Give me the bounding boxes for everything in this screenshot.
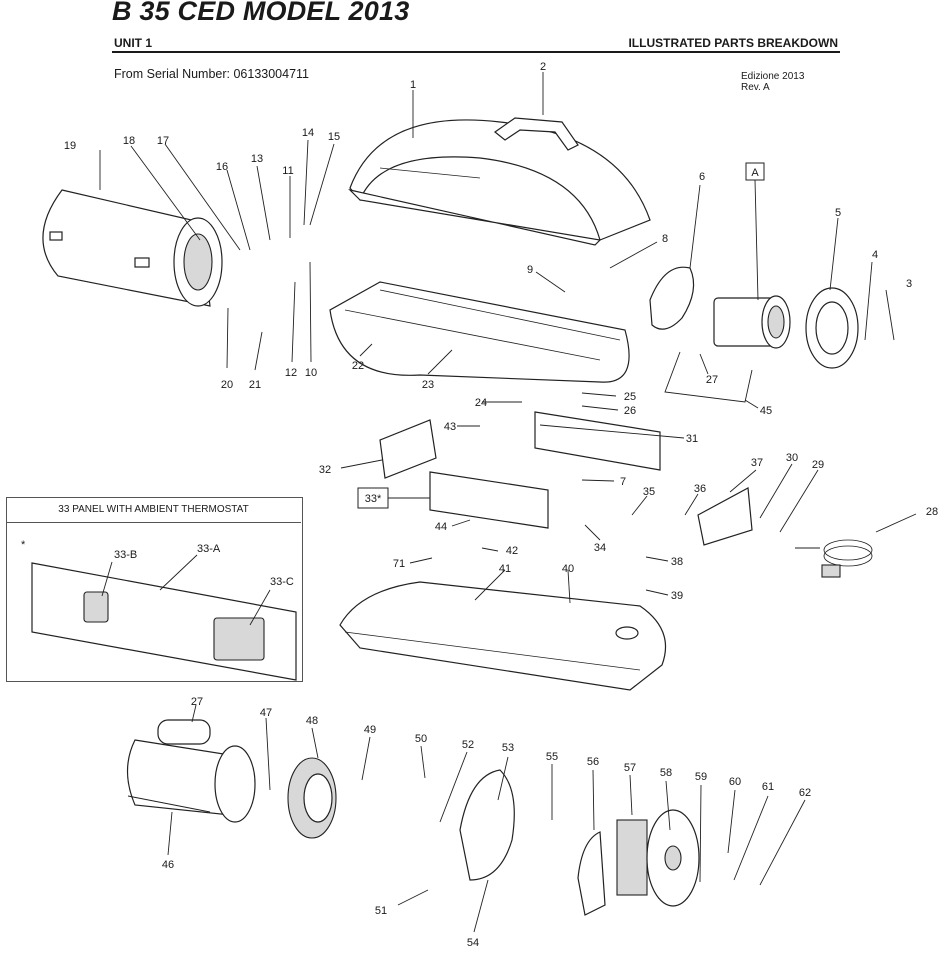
callout-48: 48: [306, 715, 318, 727]
callout-33-b: 33-B: [114, 549, 137, 561]
inset-panel-drawing: [31, 562, 297, 681]
lower-motor: [126, 719, 256, 823]
panel-33: [429, 471, 549, 529]
callout-47: 47: [260, 707, 272, 719]
callout-2: 2: [540, 61, 546, 73]
callout-8: 8: [662, 233, 668, 245]
callout-61: 61: [762, 781, 774, 793]
callout-33-a: 33-A: [197, 543, 221, 555]
callout-71: 71: [393, 558, 405, 570]
callout-21: 21: [249, 379, 261, 391]
fan-motor-assembly: [649, 266, 859, 403]
lower-plates: [459, 769, 700, 916]
boxed-callout-33: 33*: [357, 487, 389, 509]
callout-1: 1: [410, 79, 416, 91]
unit-label: UNIT 1: [114, 36, 153, 50]
panel-31: [534, 411, 661, 471]
callout-60: 60: [729, 776, 741, 788]
lower-fan-ring: [287, 757, 337, 839]
callout-13: 13: [251, 153, 263, 165]
leader-lines: [99, 72, 917, 933]
callout-19: 19: [64, 140, 76, 152]
callout-59: 59: [695, 771, 707, 783]
callout-11: 11: [282, 165, 293, 177]
callout-32: 32: [319, 464, 331, 476]
fuel-tank: [339, 581, 667, 691]
callout-43: 43: [444, 421, 456, 433]
callout-5: 5: [835, 207, 841, 219]
callout-18: 18: [123, 135, 135, 147]
callout-35: 35: [643, 486, 655, 498]
callout-26: 26: [624, 405, 636, 417]
callout-54: 54: [467, 937, 479, 949]
callout-3: 3: [906, 278, 912, 290]
serial-number: From Serial Number: 06133004711: [114, 67, 310, 81]
part-callouts: 1 2 3 4 5 6 7 8 9 10 11 12 13 14 15 16 1…: [64, 61, 938, 949]
boxed-callout-33-text: 33*: [365, 493, 382, 505]
callout-27: 27: [706, 374, 718, 386]
callout-50: 50: [415, 733, 427, 745]
top-cover: [348, 119, 651, 246]
callout-62: 62: [799, 787, 811, 799]
header-rule: [112, 51, 840, 53]
callout-25: 25: [624, 391, 636, 403]
callout-9: 9: [527, 264, 533, 276]
callout-17: 17: [157, 135, 169, 147]
callout-44: 44: [435, 521, 447, 533]
callout-4: 4: [872, 249, 878, 261]
bracket-32: [379, 419, 437, 479]
callout-46: 46: [162, 859, 174, 871]
callout-29: 29: [812, 459, 824, 471]
callout-20: 20: [221, 379, 233, 391]
callout-31: 31: [686, 433, 698, 445]
callout-36: 36: [694, 483, 706, 495]
callout-10: 10: [305, 367, 317, 379]
callout-23: 23: [422, 379, 434, 391]
callout-37: 37: [751, 457, 763, 469]
callout-57: 57: [624, 762, 636, 774]
callout-28: 28: [926, 506, 938, 518]
bottom-shell: [329, 281, 630, 383]
callout-38: 38: [671, 556, 683, 568]
callout-22: 22: [352, 360, 364, 372]
callout-34: 34: [594, 542, 606, 554]
inset-title: 33 PANEL WITH AMBIENT THERMOSTAT: [6, 498, 301, 523]
callout-14: 14: [302, 127, 314, 139]
edition-info: Edizione 2013 Rev. A: [741, 71, 804, 93]
callout-42: 42: [506, 545, 518, 557]
callout-24: 24: [475, 397, 487, 409]
callout-51: 51: [375, 905, 387, 917]
power-cord: [795, 539, 873, 578]
callout-39: 39: [671, 590, 683, 602]
page-title: B 35 CED MODEL 2013: [112, 0, 410, 26]
callout-53: 53: [502, 742, 514, 754]
callout-12: 12: [285, 367, 297, 379]
handle: [493, 117, 579, 151]
callout-52: 52: [462, 739, 474, 751]
callout-33-c: 33-C: [270, 576, 294, 588]
callout-55: 55: [546, 751, 558, 763]
callout-58: 58: [660, 767, 672, 779]
rear-housing: [42, 189, 223, 307]
thermostat-panel-inset: [6, 497, 303, 682]
callout-30: 30: [786, 452, 798, 464]
callout-15: 15: [328, 131, 340, 143]
callout-56: 56: [587, 756, 599, 768]
callout-27-lower: 27: [191, 696, 203, 708]
callout-40: 40: [562, 563, 574, 575]
callout-6: 6: [699, 171, 705, 183]
inset-asterisk: *: [21, 539, 26, 551]
section-label: ILLUSTRATED PARTS BREAKDOWN: [628, 36, 838, 50]
callout-45: 45: [760, 405, 772, 417]
revision-line: Rev. A: [741, 82, 770, 93]
callout-16: 16: [216, 161, 228, 173]
boxed-callout-a-text: A: [751, 167, 759, 179]
bracket-37: [697, 487, 753, 546]
edition-line: Edizione 2013: [741, 71, 805, 82]
callout-7: 7: [620, 476, 626, 488]
callout-41: 41: [499, 563, 511, 575]
boxed-callout-a: A: [745, 162, 765, 181]
callout-49: 49: [364, 724, 376, 736]
